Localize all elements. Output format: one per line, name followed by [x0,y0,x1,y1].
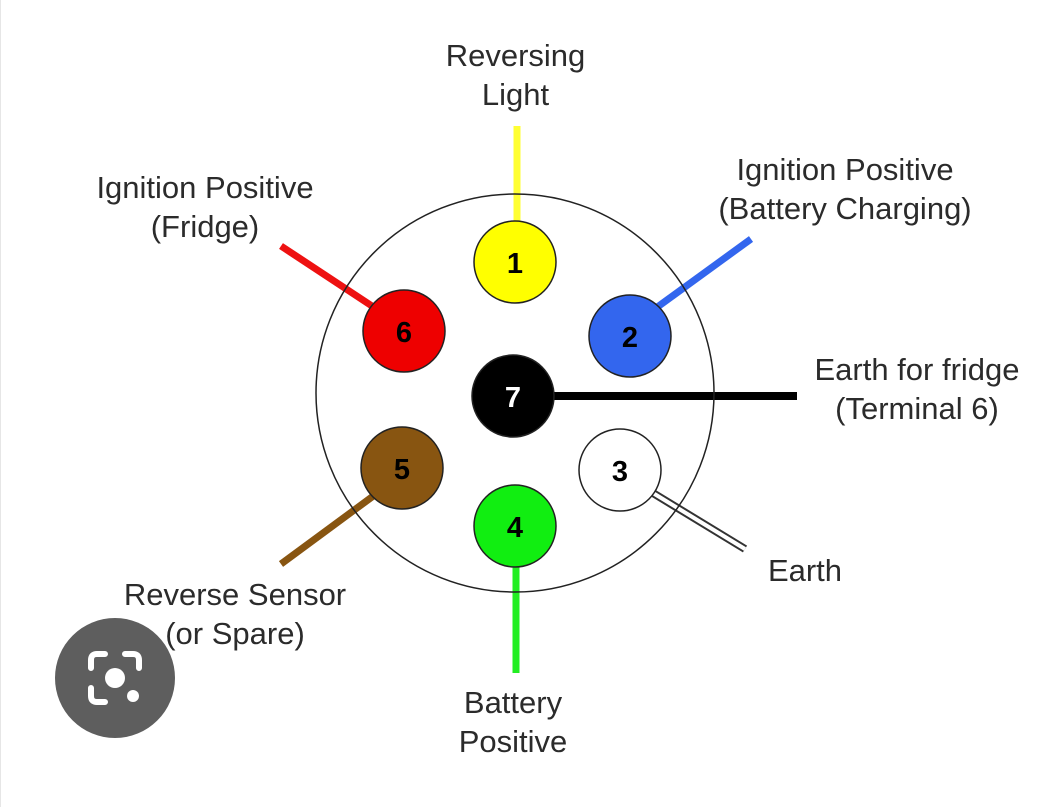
label-pin-4-line-1: Battery [463,685,563,720]
pin-5: 5 [360,426,444,510]
label-pin-3-line-1: Earth [767,553,843,588]
pin-3-number: 3 [612,456,628,488]
label-pin-4: Battery Positive [418,683,608,761]
label-pin-5: Reverse Sensor (or Spare) [90,575,380,653]
label-pin-6-line-2: (Fridge) [150,209,260,244]
label-pin-2-line-1: Ignition Positive [736,152,954,187]
pin-1-circle [473,220,557,304]
lens-search-button[interactable] [55,618,175,738]
socket-outline [315,193,715,593]
label-pin-5-line-2: (or Spare) [165,616,305,651]
pin-1-number: 1 [507,248,523,280]
pin-2-number: 2 [622,322,638,354]
wire-pin-5 [278,491,379,567]
camera-search-icon [88,651,142,705]
pin-5-circle [360,426,444,510]
label-pin-1: Reversing Light [413,36,618,114]
pin-4: 4 [473,484,557,568]
pin-6-number: 6 [396,317,412,349]
label-pin-6-line-1: Ignition Positive [96,170,314,205]
label-pin-1-line-2: Light [481,77,550,112]
pin-1: 1 [473,220,557,304]
label-pin-6: Ignition Positive (Fridge) [60,168,350,246]
label-pin-7: Earth for fridge (Terminal 6) [792,350,1042,428]
label-pin-4-line-2: Positive [458,724,568,759]
label-pin-7-line-2: (Terminal 6) [835,391,999,426]
pin-5-number: 5 [394,454,410,486]
pin-4-number: 4 [507,512,523,544]
label-pin-3: Earth [755,551,855,590]
pin-6-circle [362,289,446,373]
wire-pin-3 [645,486,748,553]
wire-pin-2 [653,236,754,311]
label-pin-5-line-1: Reverse Sensor [123,577,347,612]
left-border [0,0,1,807]
pin-2: 2 [588,294,672,378]
label-pin-7-line-1: Earth for fridge [814,352,1020,387]
pin-2-circle [588,294,672,378]
pin-6: 6 [362,289,446,373]
pin-7-number: 7 [505,382,521,414]
pin-4-circle [473,484,557,568]
pin-7-circle [471,354,555,438]
pin-3: 3 [578,428,662,512]
label-pin-2: Ignition Positive (Battery Charging) [690,150,1000,228]
label-pin-2-line-2: (Battery Charging) [718,191,972,226]
pin-7: 7 [471,354,555,438]
pin-3-circle [578,428,662,512]
wire-pin-6 [279,243,380,313]
wire-pin-3-inner [646,488,747,551]
label-pin-1-line-1: Reversing [445,38,586,73]
